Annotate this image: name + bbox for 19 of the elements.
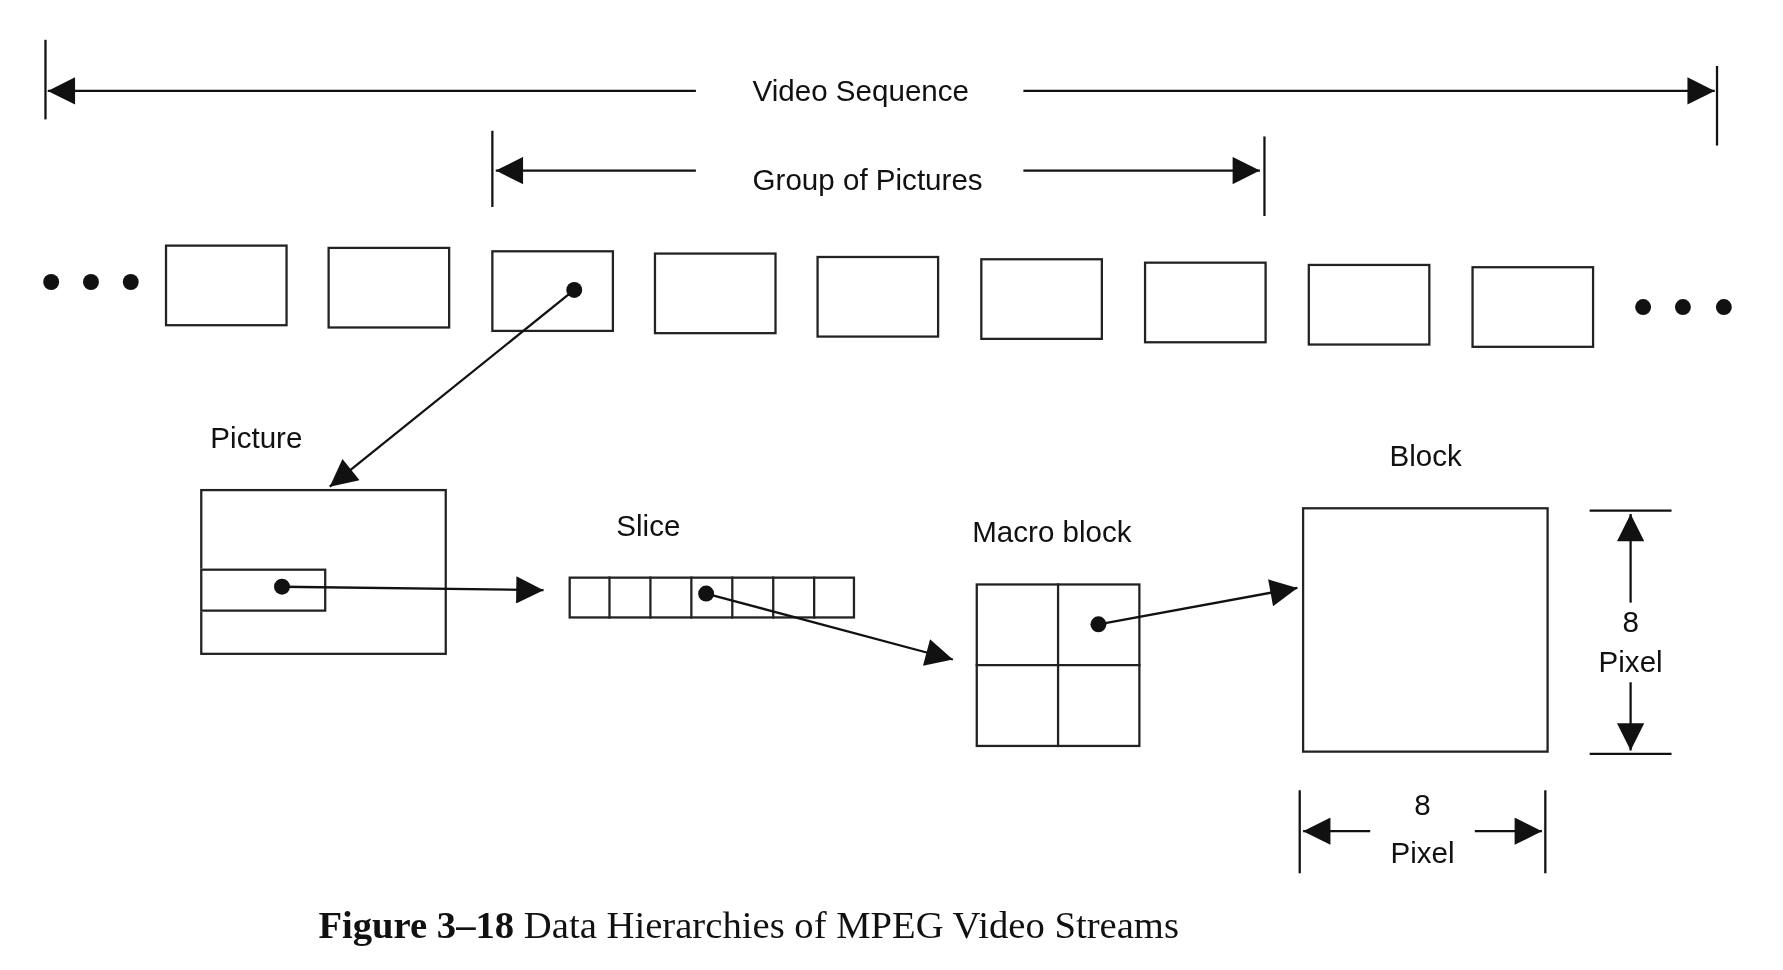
node-label: Macro block (972, 517, 1132, 547)
frame-box (1307, 263, 1431, 346)
figure-caption: Figure 3–18 Data Hierarchies of MPEG Video Streams (318, 904, 1179, 948)
frame-box (980, 258, 1103, 340)
frame-box (816, 255, 940, 338)
node-label: Picture (210, 423, 303, 453)
frame-box (491, 250, 615, 333)
frame-box (653, 252, 777, 335)
frame-box (164, 244, 288, 327)
frame-box (327, 246, 451, 329)
node-label: Slice (616, 510, 681, 541)
slice-strip (200, 568, 327, 612)
arrow (698, 585, 954, 666)
frame-box (1143, 261, 1267, 344)
arrow (274, 576, 544, 604)
arrow (329, 282, 583, 488)
arrow (1090, 579, 1298, 633)
frame-box (1471, 266, 1595, 348)
node-label: Block (1389, 441, 1462, 471)
